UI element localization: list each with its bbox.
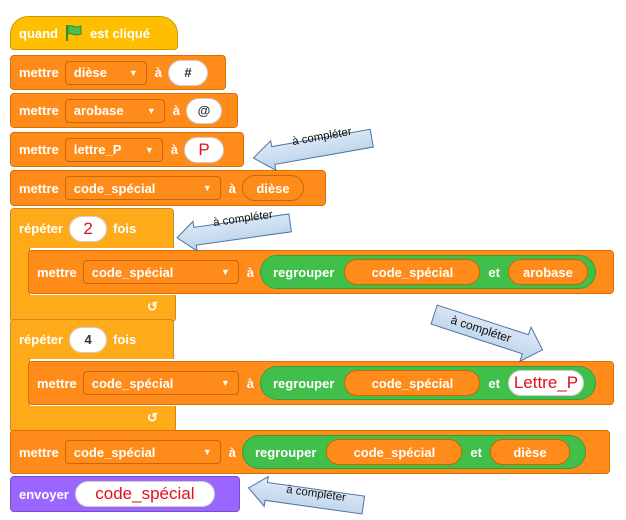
- set-variable-block[interactable]: mettre code_spécial ▼ à regrouper code_sp…: [28, 250, 614, 294]
- variable-dropdown[interactable]: dièse ▼: [64, 60, 147, 85]
- block-label: mettre: [19, 444, 59, 460]
- caret-down-icon: ▼: [220, 267, 230, 277]
- variable-dropdown[interactable]: arobase ▼: [64, 98, 165, 123]
- repeat-label: répéter: [19, 221, 64, 236]
- dropdown-value: code_spécial: [91, 375, 174, 391]
- to-label: à: [246, 264, 254, 280]
- caret-down-icon: ▼: [144, 144, 154, 155]
- variable-dropdown[interactable]: code_spécial ▼: [82, 371, 239, 395]
- callout-arrow-1: [252, 128, 374, 172]
- set-variable-block[interactable]: mettre dièse ▼ à #: [10, 55, 226, 90]
- block-label: envoyer: [19, 486, 69, 502]
- callout-arrow-3: [430, 304, 544, 363]
- block-label: mettre: [19, 180, 59, 196]
- repeat-block[interactable]: répéter 2 fois: [10, 208, 174, 248]
- variable-dropdown[interactable]: code_spécial ▼: [64, 440, 221, 464]
- to-label: à: [228, 444, 236, 460]
- when-flag-clicked-block[interactable]: quand est cliqué: [10, 16, 178, 50]
- text-input[interactable]: Lettre_P: [507, 370, 584, 396]
- dropdown-value: lettre_P: [73, 142, 122, 157]
- to-label: à: [154, 65, 162, 80]
- value-input[interactable]: @: [185, 97, 222, 124]
- callout-arrow-2: [176, 213, 292, 253]
- hat-label-clicked: est cliqué: [90, 25, 150, 41]
- set-variable-block[interactable]: mettre code_spécial ▼ à regrouper code_sp…: [10, 430, 610, 474]
- set-variable-block[interactable]: mettre code_spécial ▼ à regrouper code_sp…: [28, 361, 614, 405]
- dropdown-value: code_spécial: [73, 444, 156, 460]
- value-input[interactable]: #: [167, 59, 208, 86]
- repeat-block-footer: ↺: [10, 406, 176, 433]
- join-label: regrouper: [272, 375, 335, 391]
- block-label: mettre: [37, 375, 77, 391]
- variable-dropdown[interactable]: code_spécial ▼: [64, 176, 221, 200]
- set-variable-block[interactable]: mettre arobase ▼ à @: [10, 93, 238, 128]
- dropdown-value: code_spécial: [91, 264, 174, 280]
- to-label: à: [170, 142, 178, 157]
- green-flag-icon: [64, 24, 84, 42]
- to-label: à: [228, 180, 236, 196]
- loop-arrow-icon: ↺: [147, 410, 158, 425]
- loop-arrow-icon: ↺: [147, 299, 158, 314]
- repeat-block[interactable]: répéter 4 fois: [10, 319, 174, 359]
- block-label: mettre: [37, 264, 77, 280]
- value-input[interactable]: P: [183, 136, 224, 163]
- join-operator[interactable]: regrouper code_spécial et arobase: [259, 255, 596, 289]
- and-label: et: [488, 264, 500, 280]
- join-label: regrouper: [254, 444, 317, 460]
- join-operator[interactable]: regrouper code_spécial et Lettre_P: [259, 366, 596, 400]
- variable-reporter[interactable]: dièse: [489, 439, 570, 465]
- dropdown-value: code_spécial: [73, 180, 156, 196]
- variable-reporter[interactable]: code_spécial: [344, 259, 481, 285]
- variable-dropdown[interactable]: lettre_P ▼: [64, 137, 163, 162]
- repeat-count-input[interactable]: 2: [69, 215, 108, 242]
- variable-reporter[interactable]: code_spécial: [326, 439, 463, 465]
- to-label: à: [172, 103, 180, 118]
- variable-reporter[interactable]: arobase: [507, 259, 588, 285]
- variable-reporter[interactable]: dièse: [241, 175, 304, 201]
- join-operator[interactable]: regrouper code_spécial et dièse: [241, 435, 586, 469]
- to-label: à: [246, 375, 254, 391]
- join-label: regrouper: [272, 264, 335, 280]
- dropdown-value: arobase: [73, 103, 124, 118]
- block-label: mettre: [19, 142, 59, 157]
- times-label: fois: [113, 221, 137, 236]
- times-label: fois: [113, 332, 137, 347]
- hat-label-when: quand: [19, 25, 58, 41]
- callout-arrow-4: [247, 475, 366, 515]
- caret-down-icon: ▼: [202, 183, 212, 193]
- and-label: et: [470, 444, 482, 460]
- dropdown-value: dièse: [73, 65, 107, 80]
- caret-down-icon: ▼: [202, 447, 212, 457]
- set-variable-block[interactable]: mettre lettre_P ▼ à P: [10, 132, 244, 167]
- repeat-count-input[interactable]: 4: [69, 326, 108, 353]
- and-label: et: [488, 375, 500, 391]
- send-block[interactable]: envoyer code_spécial: [10, 476, 240, 512]
- caret-down-icon: ▼: [146, 105, 156, 116]
- caret-down-icon: ▼: [220, 378, 230, 388]
- repeat-label: répéter: [19, 332, 64, 347]
- variable-reporter[interactable]: code_spécial: [344, 370, 481, 396]
- set-variable-block[interactable]: mettre code_spécial ▼ à dièse: [10, 170, 326, 206]
- block-label: mettre: [19, 103, 59, 118]
- block-label: mettre: [19, 65, 59, 80]
- variable-dropdown[interactable]: code_spécial ▼: [82, 260, 239, 284]
- caret-down-icon: ▼: [128, 67, 138, 78]
- send-value-input[interactable]: code_spécial: [74, 481, 215, 507]
